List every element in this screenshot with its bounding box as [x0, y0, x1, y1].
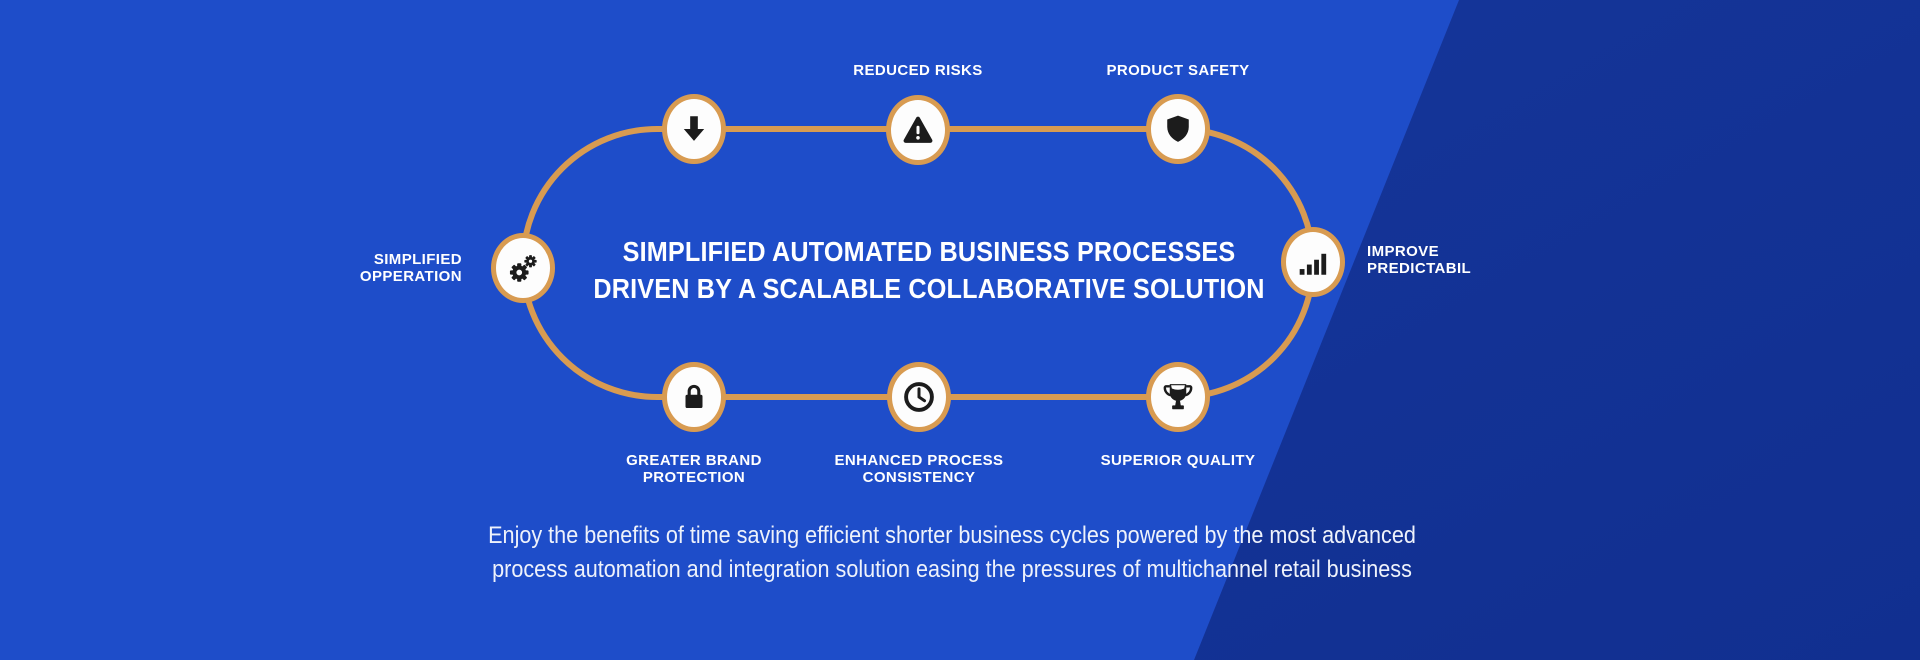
clock-icon	[904, 382, 934, 412]
main-title-line1: SIMPLIFIED AUTOMATED BUSINESS PROCESSES	[622, 236, 1236, 267]
node-greater-brand-protection	[662, 362, 726, 432]
node-enhanced-process-consistency	[887, 362, 951, 432]
label-improve-predictabil: IMPROVE PREDICTABIL	[1367, 243, 1472, 277]
trophy-icon	[1163, 384, 1193, 410]
shield-icon	[1167, 115, 1189, 142]
label-enhanced-process-consistency: ENHANCED PROCESS CONSISTENCY	[834, 452, 1004, 486]
main-title: SIMPLIFIED AUTOMATED BUSINESS PROCESSES …	[569, 233, 1289, 307]
label-superior-quality: SUPERIOR QUALITY	[1100, 452, 1256, 469]
node-product-safety	[1146, 94, 1210, 164]
description-line2: process automation and integration solut…	[492, 556, 1412, 583]
node-reduced-risks	[886, 95, 950, 165]
label-simplified-opperation: SIMPLIFIED OPPERATION	[359, 251, 462, 285]
warning-icon	[903, 116, 933, 143]
main-title-line2: DRIVEN BY A SCALABLE COLLABORATIVE SOLUT…	[593, 273, 1265, 304]
label-reduced-risks: REDUCED RISKS	[853, 62, 983, 79]
description-text: Enjoy the benefits of time saving effici…	[408, 519, 1497, 587]
node-improve-predictabil	[1281, 227, 1345, 297]
label-product-safety: PRODUCT SAFETY	[1106, 62, 1250, 79]
gears-icon	[509, 255, 537, 282]
label-greater-brand-protection: GREATER BRAND PROTECTION	[626, 452, 762, 486]
node-superior-quality	[1146, 362, 1210, 432]
description-line1: Enjoy the benefits of time saving effici…	[488, 522, 1416, 549]
arrow-down-icon	[683, 116, 705, 141]
node-process-step	[662, 94, 726, 164]
bar-chart-icon	[1299, 253, 1327, 275]
lock-icon	[685, 384, 703, 409]
node-simplified-opperation	[491, 233, 555, 303]
